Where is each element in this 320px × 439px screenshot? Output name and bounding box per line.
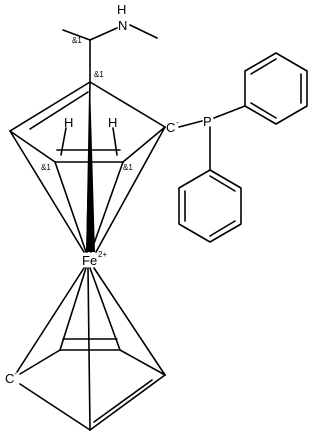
bond-c-p <box>178 120 203 128</box>
fe-bond-u4 <box>54 161 87 253</box>
lower-bond-e <box>19 383 91 431</box>
lower-bond-c <box>119 349 166 376</box>
bond-h-left <box>60 127 67 156</box>
hydrogen-right-label: H <box>108 115 117 130</box>
ring-hydrogen-left-stereo-label: &1 <box>41 163 51 172</box>
fe-bond-u1 <box>9 130 85 253</box>
lower-bond-a <box>19 349 61 375</box>
diphenylphosphino <box>178 52 308 243</box>
fe-bond-l2 <box>59 267 87 351</box>
carbanion-upper-charge: - <box>176 118 179 127</box>
phenyl2-double-a <box>209 175 236 192</box>
phenyl1-double-a <box>250 58 277 75</box>
lower-bond-d-double <box>93 379 153 423</box>
bond-ring-a-double <box>29 91 89 130</box>
side-chain <box>62 24 158 83</box>
phenyl-ring-1 <box>244 52 308 125</box>
carbanion-lower-label: C <box>5 371 14 386</box>
fe-bond-l1 <box>16 267 85 373</box>
bond-c-n <box>89 27 118 41</box>
atom-labels: H N &1 &1 H H &1 &1 C - P Fe 2+ C - <box>5 2 212 386</box>
phenyl2-double-b <box>209 220 236 237</box>
bond-n-methyl <box>129 24 158 39</box>
chiral-center-stereo-label: &1 <box>72 36 82 45</box>
iron-label: Fe <box>82 253 97 268</box>
fe-lower-bonds <box>16 267 166 431</box>
lower-bond-d <box>89 374 166 431</box>
carbanion-upper-label: C <box>166 120 175 135</box>
phenyl1-hexagon <box>244 52 308 125</box>
carbanion-lower-charge: - <box>14 369 17 378</box>
fe-bond-l4 <box>93 267 166 376</box>
hydrogen-on-nitrogen-label: H <box>117 2 126 17</box>
hydrogen-left-label: H <box>64 115 73 130</box>
fe-wedge-bond <box>86 82 95 252</box>
bond-ring-b <box>89 81 166 128</box>
bond-ring-c <box>9 130 56 163</box>
fe-bond-l3 <box>89 267 121 351</box>
ring-hydrogen-right-stereo-label: &1 <box>123 163 133 172</box>
nitrogen-label: N <box>118 18 127 33</box>
iron-charge: 2+ <box>98 250 107 259</box>
bond-ring-e <box>122 126 166 163</box>
ring-carbon-stereo-label: &1 <box>94 70 104 79</box>
fe-bond-u3 <box>95 126 166 253</box>
upper-cp-ring <box>9 81 166 163</box>
phenyl2-hexagon <box>178 169 242 243</box>
fe-bond-u5 <box>90 161 124 253</box>
bond-ring-a <box>9 81 91 132</box>
bond-methyl <box>62 29 91 41</box>
lower-cp-ring <box>19 338 166 431</box>
bond-p-phenyl1 <box>213 105 246 119</box>
fe-bond-l5 <box>87 267 91 431</box>
phosphorus-label: P <box>203 114 212 129</box>
phenyl1-double-c <box>250 102 277 119</box>
bond-h-right <box>112 127 118 156</box>
fe-upper-bonds <box>9 81 166 253</box>
phenyl-ring-2 <box>178 169 242 243</box>
